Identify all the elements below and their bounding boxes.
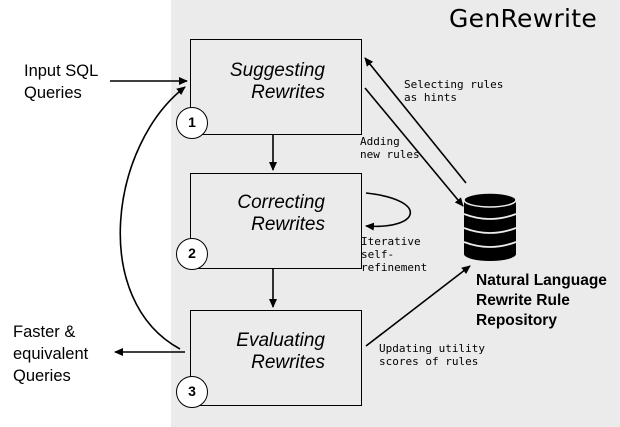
output-label: Faster & equivalent Queries	[13, 323, 89, 385]
step-number-1: 1	[176, 107, 208, 139]
step-box-evaluating: Evaluating Rewrites	[190, 310, 362, 406]
arrow-update-scores	[365, 265, 471, 347]
diagram-title: GenRewrite	[449, 4, 598, 33]
step-label-suggesting: Suggesting Rewrites	[229, 60, 325, 103]
annotation-adding-rules: Adding new rules	[360, 135, 420, 161]
input-label: Input SQL Queries	[24, 62, 99, 102]
feedback-loop-arrow	[119, 86, 186, 350]
arrow-add-rules	[364, 87, 464, 207]
repository-label: Natural Language Rewrite Rule Repository	[476, 272, 607, 329]
annotation-iterative-refinement: Iterative self- refinement	[361, 235, 428, 274]
database-icon	[463, 192, 517, 261]
self-refinement-arrow	[365, 192, 412, 231]
step-number-3: 3	[176, 376, 208, 408]
arrow-select-rules	[364, 57, 467, 184]
step-number-2: 2	[176, 238, 208, 270]
step-label-correcting: Correcting Rewrites	[237, 192, 325, 235]
annotation-updating-utility: Updating utility scores of rules	[379, 342, 485, 368]
step-box-correcting: Correcting Rewrites	[190, 173, 362, 269]
annotation-selecting-rules: Selecting rules as hints	[404, 78, 504, 104]
step-label-evaluating: Evaluating Rewrites	[236, 330, 325, 373]
step-box-suggesting: Suggesting Rewrites	[190, 39, 362, 135]
